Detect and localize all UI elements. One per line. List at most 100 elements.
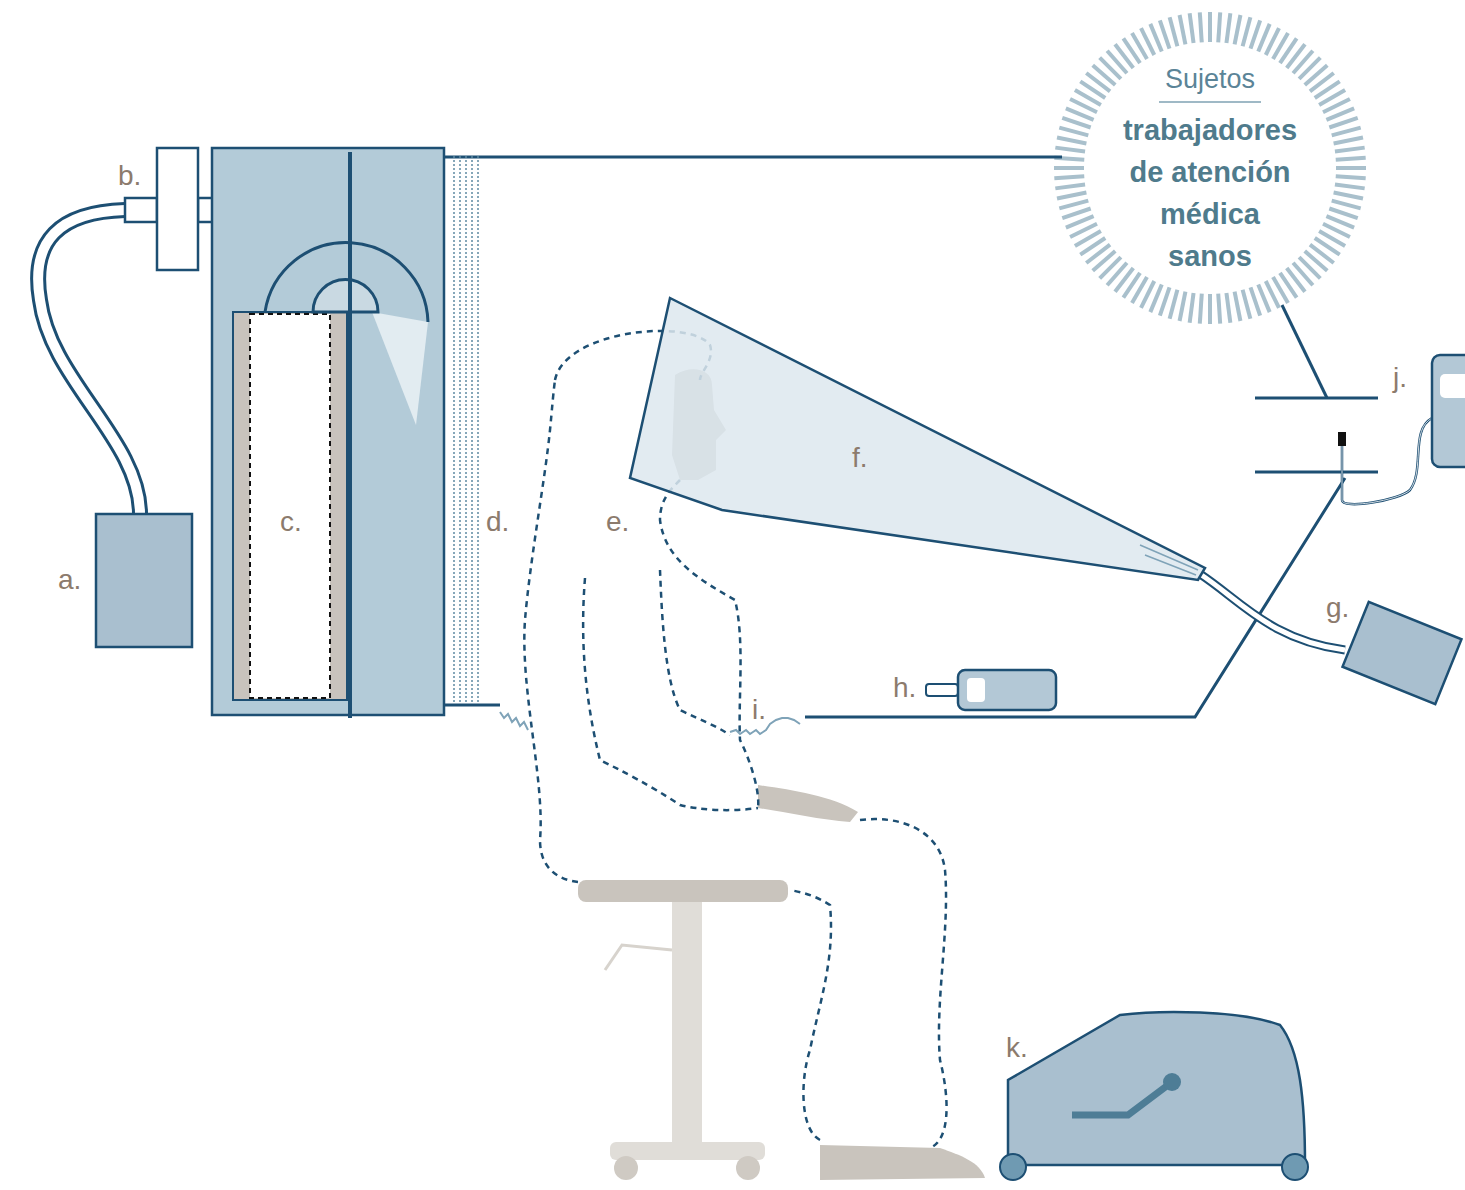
ergometer-k-part — [1282, 1154, 1308, 1180]
sensor-j-part — [1342, 418, 1432, 504]
badge-ticks-part — [1335, 184, 1365, 188]
callout-letter: i. — [752, 696, 766, 724]
badge-ticks-part — [1332, 201, 1361, 209]
callout-letter: g. — [1326, 594, 1349, 622]
ergometer-k-part — [1008, 1012, 1305, 1165]
coil-ends-part — [500, 712, 528, 730]
badge-ticks-part — [1057, 193, 1086, 199]
sensor-j — [1338, 355, 1465, 504]
badge-ticks-part — [1160, 20, 1170, 48]
device-h-part — [926, 684, 958, 696]
badge-ticks — [1054, 12, 1366, 324]
sampling-cone-part — [1140, 545, 1198, 575]
badge-ticks-part — [1336, 176, 1366, 178]
exposure-chamber — [212, 148, 444, 718]
badge-heading: Sujetos — [1159, 64, 1261, 103]
leader-lines-part — [1282, 305, 1327, 398]
badge-ticks-part — [1326, 108, 1354, 119]
exposure-chamber-part — [250, 314, 330, 698]
sensor-j-part — [1338, 432, 1346, 446]
badge-ticks-part — [1243, 17, 1251, 46]
badge-ticks-part — [1066, 216, 1094, 227]
analyzer-g — [1343, 602, 1462, 704]
callout-letter: f. — [852, 444, 868, 472]
badge-ticks-part — [1208, 294, 1212, 324]
sensor-j-part — [1440, 374, 1465, 398]
badge-ticks-part — [1218, 12, 1220, 42]
ergometer-k-part — [1072, 1082, 1172, 1115]
badge-ticks-part — [1235, 15, 1241, 44]
callout-letter: j. — [1393, 364, 1407, 392]
curtain-part — [465, 156, 467, 704]
device-h — [926, 670, 1056, 710]
badge-ticks-part — [1334, 138, 1363, 144]
badge-ticks-part — [1329, 209, 1357, 219]
badge-ticks-part — [1062, 209, 1090, 219]
device-h-part — [958, 670, 1056, 710]
pump-unit — [38, 210, 192, 647]
badge-ticks-part — [1226, 13, 1230, 43]
badge-ticks-part — [1054, 166, 1084, 170]
leader-lines-part — [1255, 471, 1378, 474]
stool-part — [672, 900, 702, 1145]
badge-ticks-part — [1243, 290, 1251, 319]
badge-ticks-part — [1180, 292, 1186, 321]
curtain-part — [459, 156, 461, 704]
badge-ticks-part — [1258, 284, 1269, 312]
leader-lines-part — [1255, 397, 1378, 400]
badge-ticks-part — [1150, 24, 1161, 52]
callout-letter: e. — [606, 508, 629, 536]
device-h-part — [967, 678, 985, 702]
exposure-chamber-part — [348, 152, 352, 718]
badge-ticks-part — [1226, 293, 1230, 323]
exposure-chamber-part — [372, 312, 428, 425]
sensor-j-part — [1432, 355, 1465, 467]
filter-unit-part — [125, 198, 157, 222]
tether-part — [444, 704, 500, 707]
callout-letter: c. — [280, 508, 302, 536]
pump-unit-part — [38, 210, 140, 514]
pump-unit-part — [96, 514, 192, 647]
sampling-cone-part — [1200, 574, 1345, 650]
badge-ticks-part — [1336, 166, 1366, 170]
exposure-chamber-part — [265, 243, 428, 322]
subject-figure-part — [758, 785, 858, 822]
badge-ticks-part — [1200, 294, 1202, 324]
stool-part — [736, 1156, 760, 1180]
badge-ticks-part — [1334, 193, 1363, 199]
callout-letter: k. — [1006, 1034, 1028, 1062]
badge-ticks-part — [1218, 294, 1220, 324]
callout-letter: h. — [893, 674, 916, 702]
badge-ticks-part — [1329, 118, 1357, 128]
badge-ticks-part — [1190, 293, 1194, 323]
analyzer-g-part — [1343, 602, 1462, 704]
badge-ticks-part — [1332, 128, 1361, 136]
badge-ticks-part — [1055, 184, 1085, 188]
callout-letter: a. — [58, 566, 81, 594]
curtain-part — [471, 156, 473, 704]
sampling-cone-part — [1200, 574, 1345, 650]
curtain-part — [477, 156, 479, 704]
badge-ticks-part — [1235, 292, 1241, 321]
badge-ticks-part — [1057, 138, 1086, 144]
badge-ticks-part — [1160, 287, 1170, 315]
ergometer-k-part — [1000, 1154, 1026, 1180]
stool-part — [605, 945, 672, 970]
stool — [578, 880, 788, 1180]
badge-ticks-part — [1170, 17, 1178, 46]
sensor-j-part — [1342, 418, 1432, 504]
badge-ticks-part — [1251, 287, 1261, 315]
badge-ticks-part — [1336, 158, 1366, 160]
curtain — [454, 156, 478, 704]
badge-ticks-part — [1062, 118, 1090, 128]
pump-unit-part — [38, 210, 140, 514]
badge-ticks-part — [1055, 148, 1085, 152]
stool-part — [578, 880, 788, 902]
badge-ticks-part — [1208, 12, 1212, 42]
ergometer-k — [1000, 1012, 1308, 1180]
filter-unit-part — [157, 148, 198, 270]
sampling-cone — [630, 298, 1345, 650]
callout-letter: b. — [118, 162, 141, 190]
badge-ticks-part — [1170, 290, 1178, 319]
